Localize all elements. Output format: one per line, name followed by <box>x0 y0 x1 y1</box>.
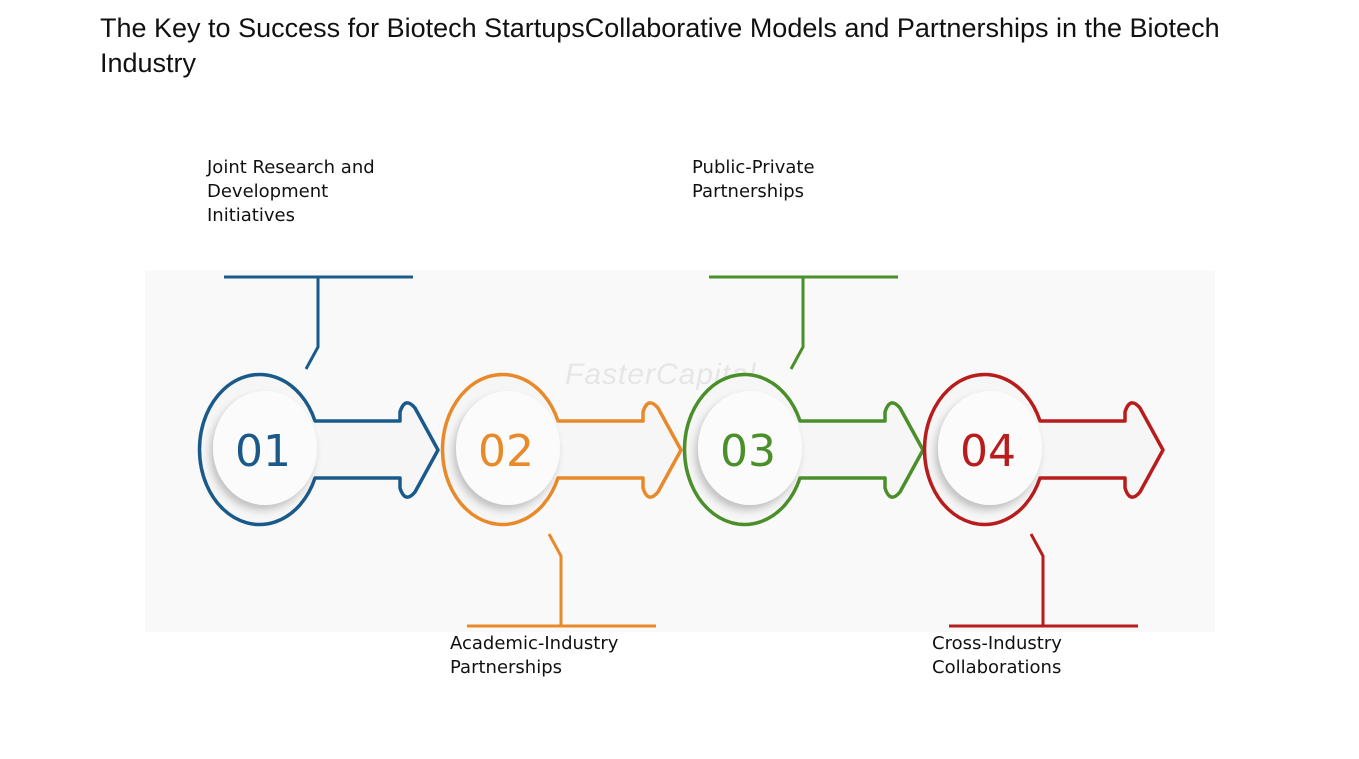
step-disc <box>698 391 802 505</box>
step-number: 01 <box>235 426 291 477</box>
step-number: 03 <box>720 426 776 477</box>
callout-connector <box>304 277 320 370</box>
step-disc <box>213 391 317 505</box>
step-label: Joint Research and Development Initiativ… <box>207 157 375 226</box>
callout-connector <box>1029 533 1045 626</box>
page-title: The Key to Success for Biotech StartupsC… <box>100 13 1220 78</box>
step-number: 04 <box>960 426 1016 477</box>
step-disc <box>456 391 560 505</box>
step-label: Cross-Industry Collaborations <box>932 633 1062 678</box>
step-label: Academic-Industry Partnerships <box>450 633 619 678</box>
callout-connector <box>789 277 805 370</box>
step-disc <box>938 391 1042 505</box>
callout-connector <box>547 533 563 626</box>
step-label: Public-Private Partnerships <box>692 157 815 202</box>
step-number: 02 <box>478 426 534 477</box>
